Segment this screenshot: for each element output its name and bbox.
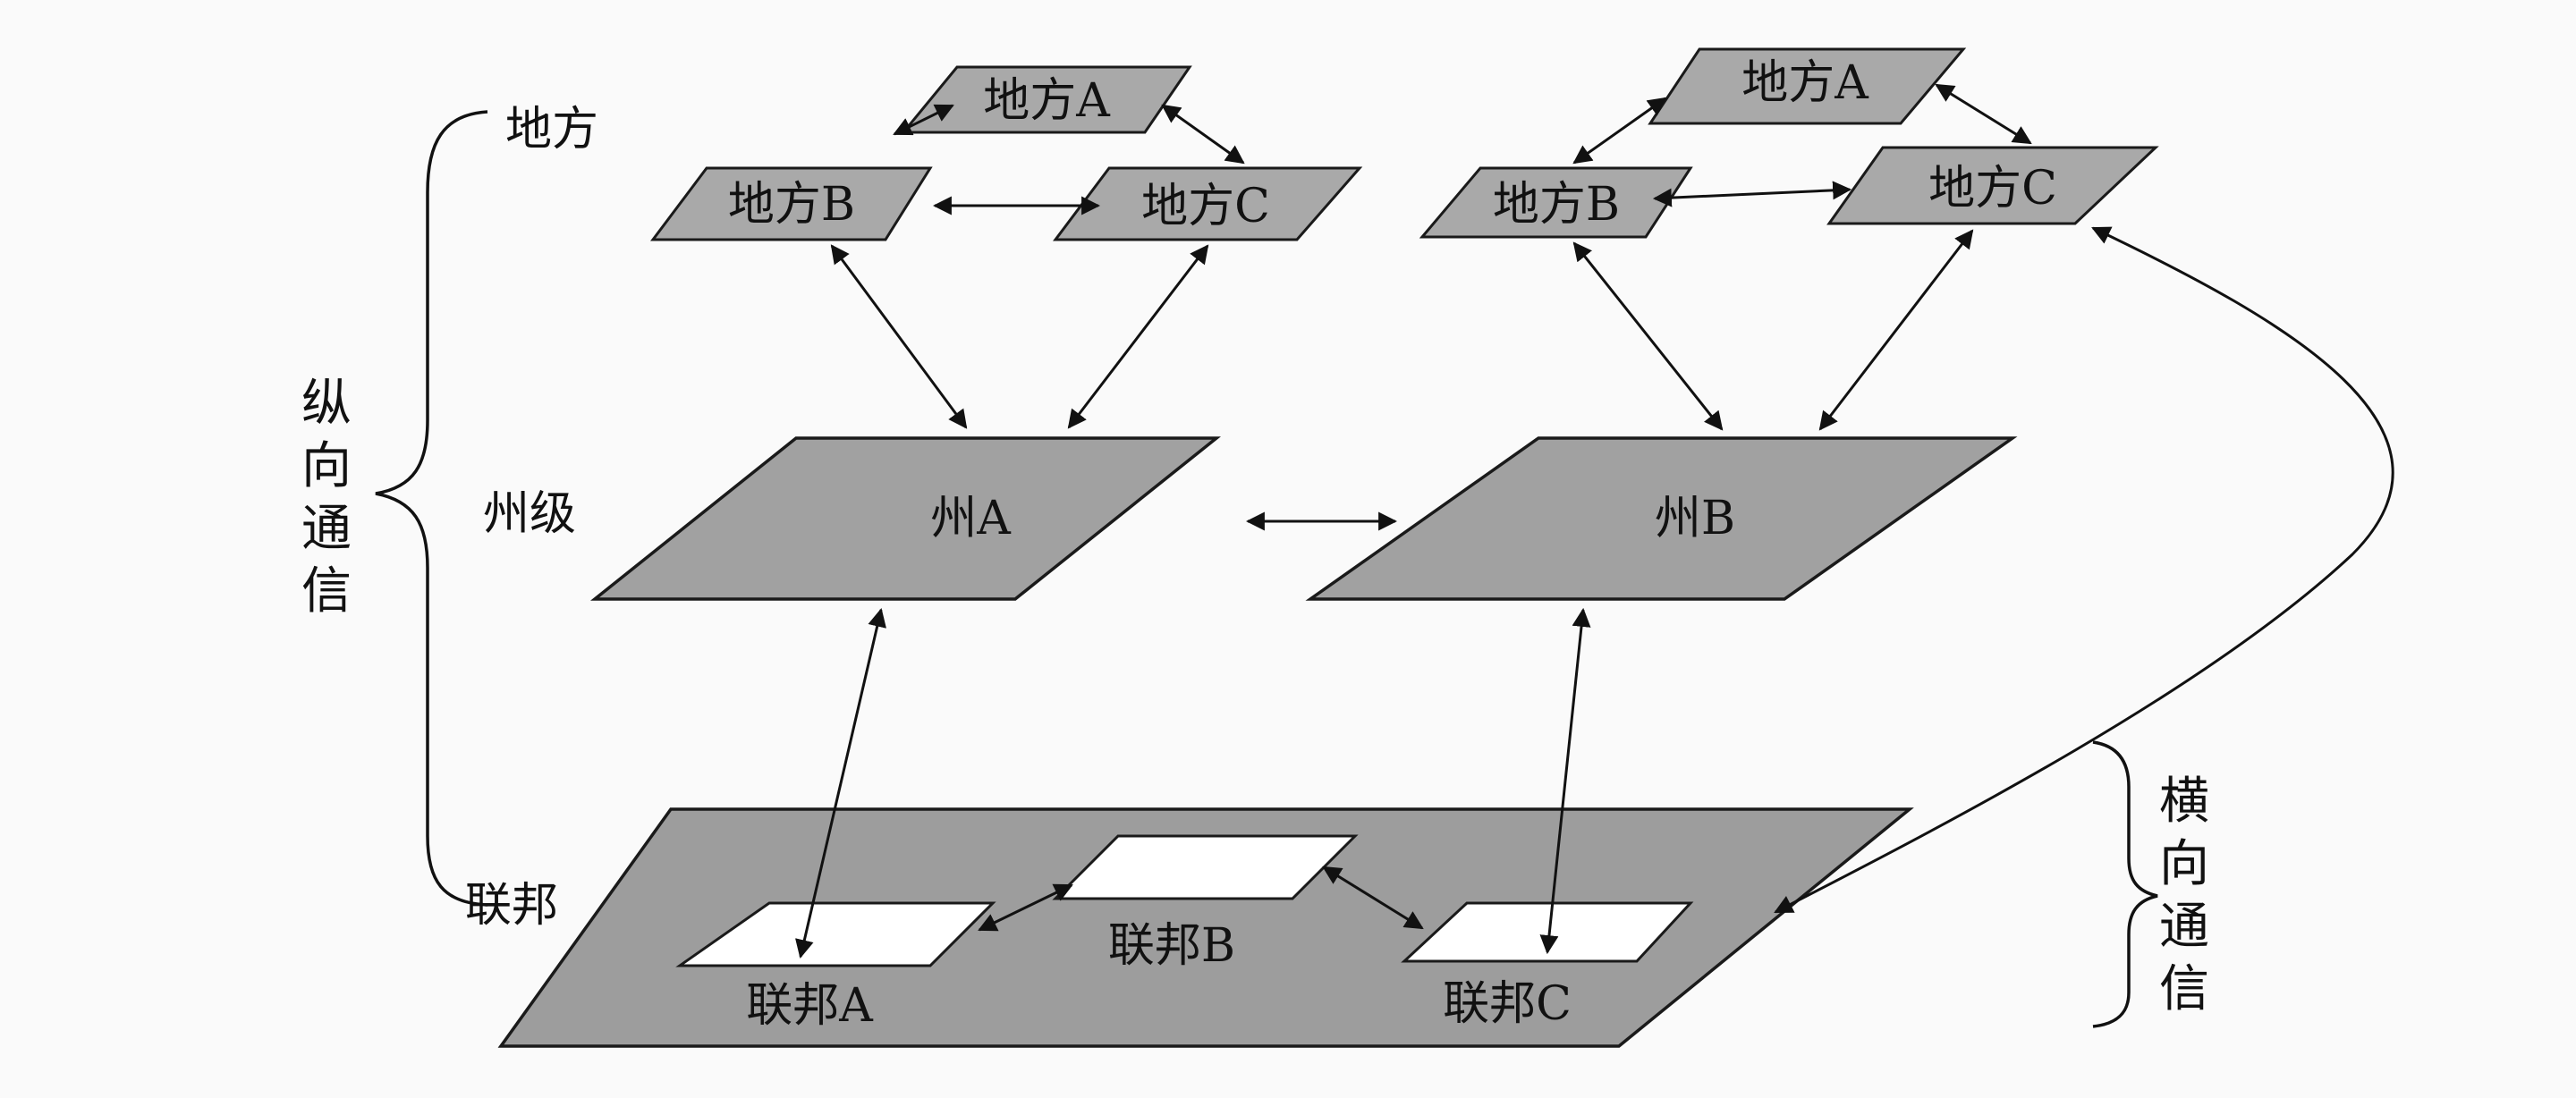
- federal-a-label: 联邦A: [746, 979, 874, 1033]
- local-1-a-label: 地方A: [983, 74, 1111, 128]
- horizontal-comm-char-3: 通: [2159, 898, 2209, 956]
- arrow-state-b-federal-c: [1539, 607, 1591, 955]
- local-1-b-plane: [650, 166, 933, 241]
- level-federal-label: 联邦: [465, 879, 558, 933]
- arrow-l2b-state-b: [1572, 241, 1724, 431]
- local-2-c-label: 地方C: [1928, 162, 2057, 215]
- arrows: [795, 83, 2394, 959]
- arrow-state-a-federal-a: [795, 607, 886, 959]
- arrow-l2a-l2c: [1935, 83, 2032, 145]
- arrow-l2c-state-b: [1818, 229, 1974, 431]
- local-2-b-label: 地方B: [1493, 178, 1620, 232]
- arrow-l1b-state-a: [830, 244, 968, 429]
- horizontal-brace: [2092, 740, 2158, 1028]
- arrow-l2a-l2b: [1572, 97, 1667, 165]
- local-1-c-label: 地方C: [1141, 180, 1270, 233]
- arrow-l1a-l1c: [1161, 104, 1245, 165]
- vertical-comm-char-2: 向: [301, 437, 352, 495]
- horizontal-comm-char-2: 向: [2159, 835, 2209, 893]
- local-1-b-label: 地方B: [728, 178, 855, 232]
- state-b-label: 州B: [1655, 492, 1735, 545]
- arrow-federal-a-federal-b: [978, 883, 1073, 932]
- horizontal-comm-char-1: 横: [2159, 773, 2209, 831]
- local-2-a-label: 地方A: [1741, 56, 1869, 110]
- federal-b-plane: [1052, 834, 1359, 900]
- arrow-l1c-state-a: [1067, 244, 1209, 429]
- level-local-label: 地方: [505, 103, 598, 156]
- federal-b-label: 联邦B: [1108, 919, 1235, 973]
- level-state-label: 州级: [483, 487, 576, 541]
- state-a-label: 州A: [930, 492, 1012, 545]
- vertical-comm-char-3: 通: [301, 500, 352, 558]
- vertical-comm-char-1: 纵: [301, 375, 352, 433]
- horizontal-comm-char-4: 信: [2159, 960, 2209, 1018]
- local-1-c-plane: [1053, 166, 1363, 241]
- arrow-l2c-federal-curve: [1774, 226, 2394, 914]
- arrow-l2b-l2c: [1652, 181, 1852, 207]
- arrow-federal-b-federal-c: [1322, 866, 1424, 930]
- local-2-b-plane: [1419, 166, 1693, 239]
- state-a-plane: [590, 436, 1221, 601]
- vertical-comm-char-4: 信: [301, 562, 352, 621]
- vertical-brace: [375, 110, 488, 907]
- arrow-l1a-l1b: [893, 104, 954, 136]
- federal-c-label: 联邦C: [1443, 977, 1572, 1031]
